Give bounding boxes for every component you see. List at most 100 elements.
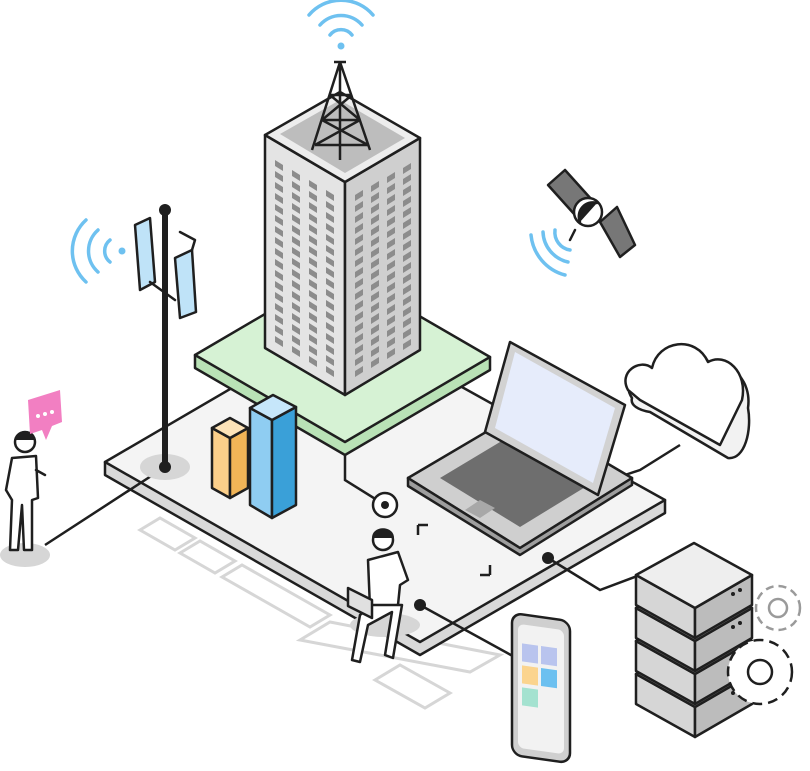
window <box>355 289 363 300</box>
window <box>292 247 300 258</box>
window <box>326 201 334 212</box>
window <box>355 223 363 234</box>
window <box>403 240 411 251</box>
window <box>275 248 283 259</box>
window <box>309 180 317 191</box>
window <box>292 291 300 302</box>
window <box>309 257 317 268</box>
window <box>403 295 411 306</box>
window <box>292 346 300 357</box>
window <box>309 235 317 246</box>
window <box>326 366 334 377</box>
window <box>387 260 395 271</box>
window <box>355 201 363 212</box>
window <box>355 333 363 344</box>
window <box>326 300 334 311</box>
window <box>309 334 317 345</box>
window <box>371 335 379 346</box>
window <box>326 245 334 256</box>
window <box>292 280 300 291</box>
radio-mast-icon <box>310 60 372 160</box>
person-icon <box>346 528 420 664</box>
window <box>275 237 283 248</box>
window <box>371 214 379 225</box>
window <box>355 344 363 355</box>
window <box>403 251 411 262</box>
window <box>275 325 283 336</box>
window <box>371 280 379 291</box>
window <box>387 337 395 348</box>
window <box>403 185 411 196</box>
window <box>309 279 317 290</box>
window <box>292 258 300 269</box>
window <box>309 323 317 334</box>
window <box>387 271 395 282</box>
cell-tower-icon <box>133 204 198 480</box>
window <box>387 304 395 315</box>
bar-chart-icon <box>210 393 298 520</box>
window <box>309 301 317 312</box>
window <box>309 268 317 279</box>
window <box>292 203 300 214</box>
person-icon <box>0 430 50 567</box>
window <box>275 314 283 325</box>
building-icon <box>263 90 422 397</box>
chat-bubble-icon <box>28 390 62 440</box>
window <box>403 262 411 273</box>
window <box>387 282 395 293</box>
window <box>309 246 317 257</box>
window <box>403 207 411 218</box>
window <box>371 346 379 357</box>
window <box>403 317 411 328</box>
window <box>371 181 379 192</box>
window <box>326 311 334 322</box>
window <box>403 306 411 317</box>
window <box>387 194 395 205</box>
window <box>387 172 395 183</box>
window <box>326 190 334 201</box>
window <box>371 313 379 324</box>
window <box>387 315 395 326</box>
window <box>292 335 300 346</box>
window <box>275 193 283 204</box>
window <box>292 181 300 192</box>
window <box>403 174 411 185</box>
window <box>403 163 411 174</box>
window <box>355 278 363 289</box>
wifi-icon <box>307 0 375 50</box>
window <box>292 192 300 203</box>
window <box>275 215 283 226</box>
window <box>355 234 363 245</box>
window <box>275 336 283 347</box>
window <box>326 278 334 289</box>
window <box>371 291 379 302</box>
window <box>275 270 283 281</box>
window <box>309 213 317 224</box>
window <box>275 160 283 171</box>
smartphone-icon <box>510 613 572 764</box>
window <box>355 311 363 322</box>
window <box>371 324 379 335</box>
window <box>387 238 395 249</box>
window <box>292 324 300 335</box>
window <box>292 170 300 181</box>
node <box>414 599 426 611</box>
window <box>292 225 300 236</box>
window <box>275 226 283 237</box>
window <box>355 245 363 256</box>
window <box>275 182 283 193</box>
window <box>371 247 379 258</box>
window <box>355 256 363 267</box>
window <box>355 322 363 333</box>
window <box>355 300 363 311</box>
window <box>371 302 379 313</box>
window <box>371 269 379 280</box>
wifi-icon <box>529 228 572 277</box>
window <box>387 216 395 227</box>
node <box>542 552 554 564</box>
window <box>387 183 395 194</box>
window <box>292 214 300 225</box>
gear-icon <box>754 584 802 632</box>
window <box>292 313 300 324</box>
window <box>371 192 379 203</box>
